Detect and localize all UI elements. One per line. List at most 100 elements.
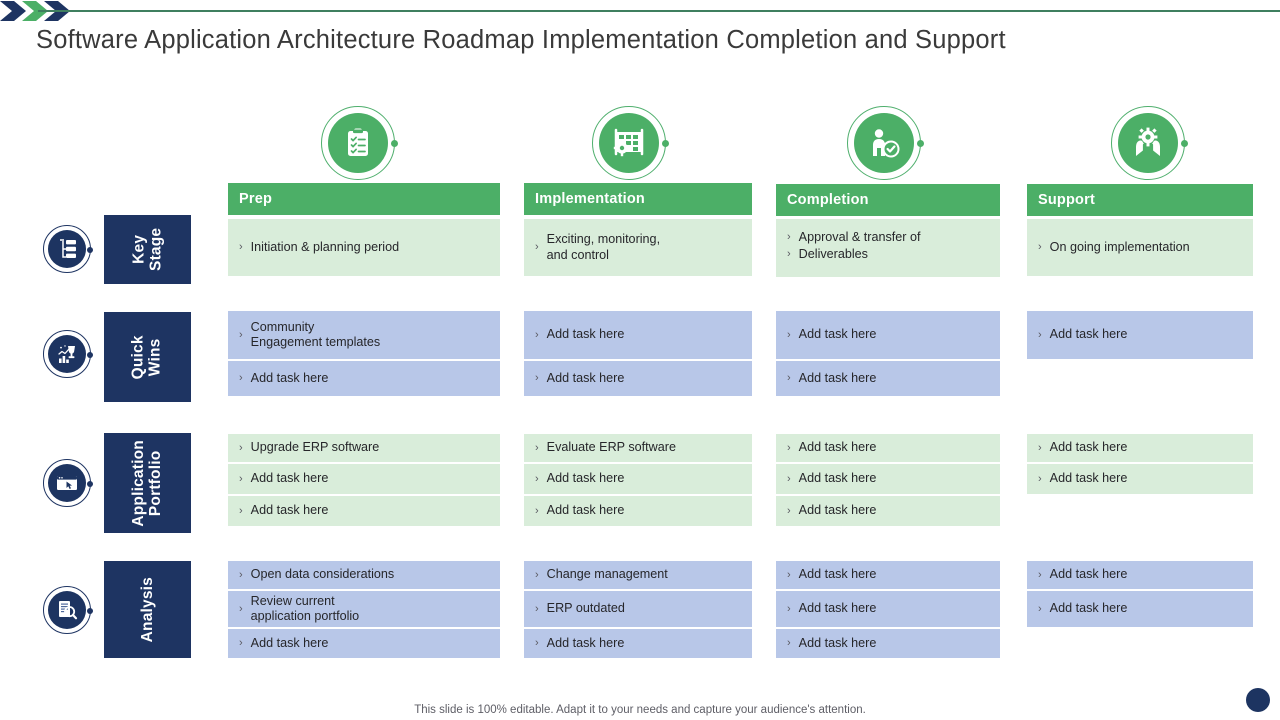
icon-ring (1111, 106, 1188, 180)
cell-portfolio-completion[interactable]: › Add task here › Add task here › Add ta… (776, 434, 1000, 526)
list-item[interactable]: › Approval & transfer of (776, 219, 1000, 247)
chevron-bullet-icon: › (239, 637, 243, 650)
icon-ring (43, 330, 93, 378)
list-item[interactable]: › Review current application portfolio (228, 589, 500, 627)
list-item[interactable]: › Exciting, monitoring, and control (524, 219, 752, 276)
list-item[interactable]: › Evaluate ERP software (524, 434, 752, 462)
cell-analysis-completion[interactable]: › Add task here › Add task here › Add ta… (776, 561, 1000, 658)
column-header-label: Prep (239, 191, 273, 207)
icon-ring (43, 225, 93, 273)
column-header-prep[interactable]: Prep (228, 183, 500, 215)
column-icon-support (1111, 106, 1188, 180)
list-item[interactable]: › Initiation & planning period (228, 219, 500, 276)
cell-portfolio-prep[interactable]: › Upgrade ERP software › Add task here ›… (228, 434, 500, 526)
cell-keystage-support[interactable]: › On going implementation (1027, 219, 1253, 276)
list-item[interactable]: › ERP outdated (524, 589, 752, 627)
list-item[interactable]: › Add task here (524, 494, 752, 526)
chevron-bullet-icon: › (535, 372, 539, 385)
chevron-bullet-icon: › (535, 568, 539, 581)
cell-analysis-implementation[interactable]: › Change management › ERP outdated › Add… (524, 561, 752, 658)
chevron-bullet-icon: › (535, 472, 539, 485)
list-item[interactable]: › On going implementation (1027, 219, 1253, 276)
column-icon-completion (847, 106, 924, 180)
column-icon-implementation (592, 106, 669, 180)
chevron-bullet-icon: › (239, 568, 243, 581)
list-item[interactable]: › Add task here (776, 627, 1000, 658)
chevron-bullet-icon: › (787, 602, 791, 615)
chevron-bullet-icon: › (787, 504, 791, 517)
chevron-bullet-icon: › (787, 231, 791, 244)
chevron-bullet-icon: › (535, 602, 539, 615)
chevron-bullet-icon: › (787, 372, 791, 385)
column-header-label: Support (1038, 192, 1095, 208)
chevron-bullet-icon: › (239, 504, 243, 517)
column-header-implementation[interactable]: Implementation (524, 183, 752, 215)
list-item[interactable]: › Add task here (228, 462, 500, 494)
browser-cursor-icon (48, 464, 86, 502)
list-item[interactable]: › Deliverables (776, 247, 1000, 277)
list-item[interactable]: › Add task here (228, 627, 500, 658)
list-item[interactable]: › Add task here (524, 359, 752, 396)
list-item[interactable]: › Add task here (776, 561, 1000, 589)
list-item[interactable]: › Add task here (524, 311, 752, 359)
chevron-bullet-icon: › (535, 637, 539, 650)
list-item[interactable]: › Community Engagement templates (228, 311, 500, 359)
list-item[interactable]: › Add task here (524, 462, 752, 494)
chevron-bullet-icon: › (239, 372, 243, 385)
row-label-quick-wins: Quick Wins (104, 312, 191, 402)
chevron-bullet-icon: › (1038, 241, 1042, 254)
cell-quickwins-prep[interactable]: › Community Engagement templates › Add t… (228, 311, 500, 396)
row-icon-analysis (43, 586, 93, 634)
row-label-application-portfolio: Application Portfolio (104, 433, 191, 533)
list-item[interactable]: › Add task here (776, 434, 1000, 462)
flowchart-icon (48, 230, 86, 268)
cell-portfolio-implementation[interactable]: › Evaluate ERP software › Add task here … (524, 434, 752, 526)
list-item[interactable]: › Add task here (1027, 311, 1253, 359)
cell-keystage-implementation[interactable]: › Exciting, monitoring, and control (524, 219, 752, 276)
list-item[interactable]: › Open data considerations (228, 561, 500, 589)
chevron-bullet-icon: › (239, 241, 243, 254)
list-item[interactable]: › Add task here (1027, 589, 1253, 627)
list-item[interactable]: › Change management (524, 561, 752, 589)
page-title: Software Application Architecture Roadma… (36, 26, 1006, 54)
chevron-bullet-icon: › (787, 472, 791, 485)
chevron-bullet-icon: › (1038, 602, 1042, 615)
list-item[interactable]: › Add task here (776, 462, 1000, 494)
hands-gear-icon (1118, 113, 1178, 173)
list-item[interactable]: › Add task here (228, 359, 500, 396)
list-item[interactable]: › Add task here (228, 494, 500, 526)
column-header-completion[interactable]: Completion (776, 184, 1000, 216)
list-item[interactable]: › Add task here (776, 359, 1000, 396)
cell-keystage-completion[interactable]: › Approval & transfer of › Deliverables (776, 219, 1000, 277)
chevron-bullet-icon: › (1038, 328, 1042, 341)
cell-quickwins-support[interactable]: › Add task here (1027, 311, 1253, 359)
column-icon-prep (321, 106, 398, 180)
list-item[interactable]: › Add task here (776, 589, 1000, 627)
cell-keystage-prep[interactable]: › Initiation & planning period (228, 219, 500, 276)
chevron-bullet-icon: › (535, 441, 539, 454)
list-item[interactable]: › Add task here (1027, 462, 1253, 494)
cell-portfolio-support[interactable]: › Add task here › Add task here (1027, 434, 1253, 494)
column-header-label: Completion (787, 192, 869, 208)
chevron-bullet-icon: › (239, 328, 243, 341)
chevron-bullet-icon: › (1038, 568, 1042, 581)
logo-rule (38, 10, 1280, 12)
column-header-support[interactable]: Support (1027, 184, 1253, 216)
cell-analysis-prep[interactable]: › Open data considerations › Review curr… (228, 561, 500, 658)
chevron-bullet-icon: › (535, 241, 539, 254)
cell-analysis-support[interactable]: › Add task here › Add task here (1027, 561, 1253, 627)
list-item[interactable]: › Add task here (1027, 434, 1253, 462)
chevron-bullet-icon: › (787, 637, 791, 650)
list-item[interactable]: › Add task here (776, 494, 1000, 526)
list-item[interactable]: › Add task here (776, 311, 1000, 359)
chevron-bullet-icon: › (239, 602, 243, 615)
list-item[interactable]: › Upgrade ERP software (228, 434, 500, 462)
list-item[interactable]: › Add task here (524, 627, 752, 658)
chevron-bullet-icon: › (535, 328, 539, 341)
cell-quickwins-completion[interactable]: › Add task here › Add task here (776, 311, 1000, 396)
icon-ring (43, 459, 93, 507)
list-item[interactable]: › Add task here (1027, 561, 1253, 589)
row-icon-key-stage (43, 225, 93, 273)
cell-quickwins-implementation[interactable]: › Add task here › Add task here (524, 311, 752, 396)
icon-ring (321, 106, 398, 180)
